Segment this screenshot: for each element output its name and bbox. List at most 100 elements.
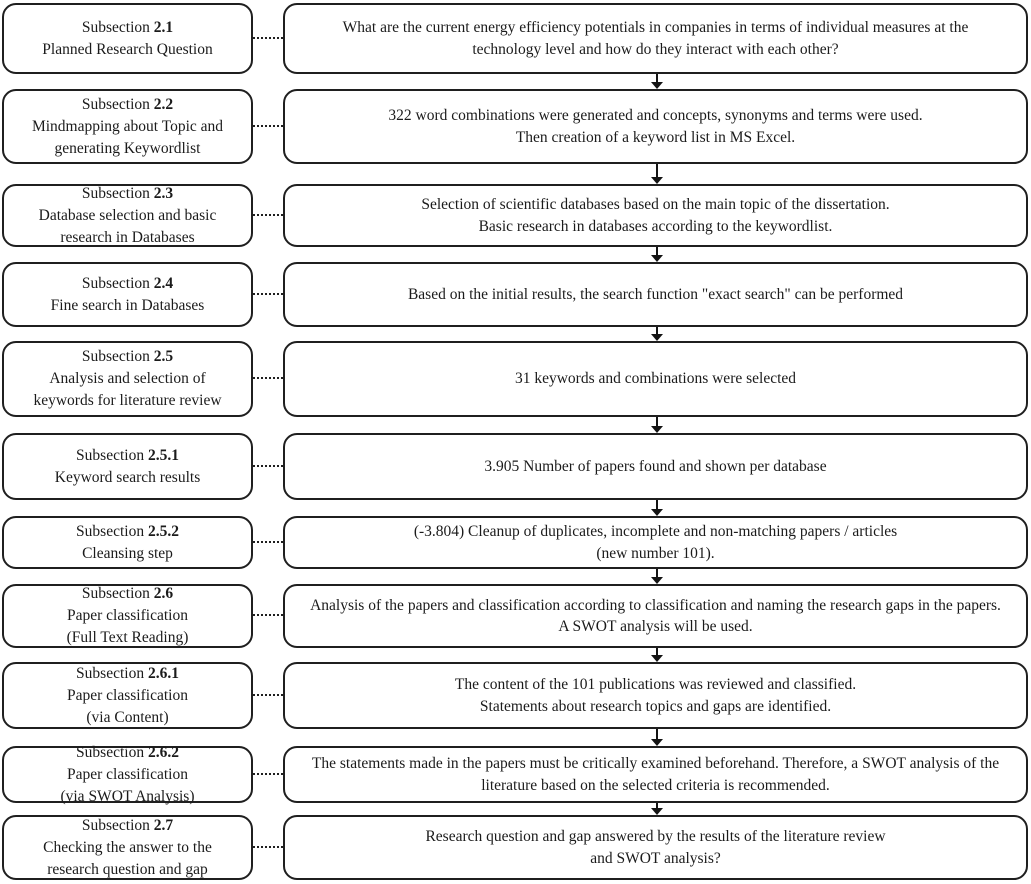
description-box-2-6-2: The statements made in the papers must b… [283, 746, 1028, 803]
dotted-connector [253, 845, 283, 848]
description-text: Research question and gap answered by th… [425, 828, 886, 845]
dotted-connector [253, 772, 283, 775]
subsection-box-2-3: Subsection 2.3 Database selection and ba… [2, 184, 253, 247]
flow-row: Subsection 2.4 Fine search in Databases … [2, 262, 1028, 327]
subsection-label: Keyword search results [54, 468, 201, 486]
subsection-box-2-5-1: Subsection 2.5.1 Keyword search results [2, 433, 253, 500]
description-text: Then creation of a keyword list in MS Ex… [515, 128, 796, 146]
subsection-label: (Full Text Reading) [66, 629, 189, 646]
description-text: (new number 101). [596, 544, 715, 562]
down-arrow-icon [650, 729, 663, 746]
description-text: Based on the initial results, the search… [407, 285, 904, 303]
dotted-connector [253, 464, 283, 467]
subsection-box-2-4: Subsection 2.4 Fine search in Databases [2, 262, 253, 327]
subsection-label: Mindmapping about Topic and [31, 117, 224, 135]
dotted-connector [253, 614, 283, 616]
down-arrow-icon [650, 74, 663, 89]
subsection-title: Subsection 2.2 [81, 95, 174, 113]
subsection-title: Subsection 2.6 [81, 585, 174, 602]
flow-row: Subsection 2.6 Paper classification (Ful… [2, 584, 1028, 648]
description-box-2-5: 31 keywords and combinations were select… [283, 341, 1028, 417]
description-box-2-5-2: (-3.804) Cleanup of duplicates, incomple… [283, 516, 1028, 569]
subsection-box-2-1: Subsection 2.1 Planned Research Question [2, 3, 253, 74]
subsection-box-2-5-2: Subsection 2.5.2 Cleansing step [2, 516, 253, 569]
subsection-box-2-6-1: Subsection 2.6.1 Paper classification (v… [2, 662, 253, 729]
subsection-title: Subsection 2.3 [81, 184, 174, 202]
dotted-connector [253, 36, 283, 39]
down-arrow-icon [650, 648, 663, 662]
description-box-2-5-1: 3.905 Number of papers found and shown p… [283, 433, 1028, 500]
dotted-connector [253, 540, 283, 543]
down-arrow-icon [650, 327, 663, 341]
description-text: What are the current energy efficiency p… [342, 19, 969, 36]
down-arrow-icon [650, 164, 663, 184]
dotted-connector [253, 292, 283, 295]
subsection-box-2-7: Subsection 2.7 Checking the answer to th… [2, 815, 253, 880]
flow-row: Subsection 2.5.2 Cleansing step (-3.804)… [2, 516, 1028, 569]
subsection-label: Paper classification [67, 686, 188, 704]
subsection-title: Subsection 2.6.2 [76, 743, 179, 761]
subsection-label: Fine search in Databases [50, 296, 205, 314]
description-box-2-4: Based on the initial results, the search… [283, 262, 1028, 327]
down-arrow-icon [650, 500, 663, 516]
subsection-title: Subsection 2.1 [81, 18, 174, 36]
description-text: Selection of scientific databases based … [421, 196, 890, 213]
subsection-label: (via Content) [86, 708, 169, 726]
subsection-box-2-6-2: Subsection 2.6.2 Paper classification (v… [2, 744, 253, 805]
flow-row: Subsection 2.3 Database selection and ba… [2, 184, 1028, 247]
description-text: The content of the 101 publications was … [454, 676, 857, 693]
flow-row: Subsection 2.6.1 Paper classification (v… [2, 662, 1028, 729]
flow-row: Subsection 2.5 Analysis and selection of… [2, 341, 1028, 417]
subsection-label: research question and gap [47, 860, 208, 878]
down-arrow-icon [650, 247, 663, 262]
down-arrow-icon [650, 803, 663, 815]
description-box-2-1: What are the current energy efficiency p… [283, 3, 1028, 74]
description-box-2-3: Selection of scientific databases based … [283, 184, 1028, 247]
description-text: technology level and how do they interac… [472, 40, 839, 58]
subsection-label: keywords for literature review [33, 392, 222, 409]
dotted-connector [253, 124, 283, 127]
subsection-title: Subsection 2.6.1 [76, 664, 179, 682]
subsection-label: Checking the answer to the [43, 838, 212, 856]
flow-row: Subsection 2.5.1 Keyword search results … [2, 433, 1028, 500]
subsection-title: Subsection 2.7 [81, 816, 174, 834]
description-text: A SWOT analysis will be used. [558, 618, 753, 635]
flow-row: Subsection 2.6.2 Paper classification (v… [2, 744, 1028, 805]
subsection-label: Analysis and selection of [49, 370, 206, 387]
subsection-label: Planned Research Question [42, 40, 213, 58]
subsection-label: Database selection and basic [38, 206, 217, 224]
subsection-title: Subsection 2.4 [81, 274, 174, 292]
description-text: The statements made in the papers must b… [311, 755, 1000, 772]
flow-row: Subsection 2.7 Checking the answer to th… [2, 815, 1028, 880]
description-text: 31 keywords and combinations were select… [514, 370, 797, 388]
description-box-2-2: 322 word combinations were generated and… [283, 89, 1028, 164]
dotted-connector [253, 693, 283, 696]
down-arrow-icon [650, 417, 663, 433]
dotted-connector [253, 377, 283, 379]
description-text: Analysis of the papers and classificatio… [310, 596, 1001, 614]
subsection-label: (via SWOT Analysis) [60, 787, 195, 805]
subsection-label: generating Keywordlist [54, 139, 201, 157]
flow-row: Subsection 2.1 Planned Research Question… [2, 3, 1028, 74]
description-text: (-3.804) Cleanup of duplicates, incomple… [413, 523, 898, 540]
subsection-box-2-5: Subsection 2.5 Analysis and selection of… [2, 341, 253, 417]
flow-row: Subsection 2.2 Mindmapping about Topic a… [2, 89, 1028, 164]
subsection-label: Paper classification [67, 765, 188, 783]
description-text: and SWOT analysis? [590, 849, 721, 867]
description-box-2-7: Research question and gap answered by th… [283, 815, 1028, 880]
subsection-box-2-6: Subsection 2.6 Paper classification (Ful… [2, 584, 253, 648]
description-box-2-6: Analysis of the papers and classificatio… [283, 584, 1028, 648]
description-text: Statements about research topics and gap… [479, 697, 832, 715]
subsection-label: Cleansing step [82, 544, 173, 562]
description-text: 322 word combinations were generated and… [388, 107, 923, 124]
down-arrow-icon [650, 569, 663, 584]
description-text: 3.905 Number of papers found and shown p… [484, 457, 827, 475]
subsection-label: Paper classification [67, 607, 188, 624]
subsection-title: Subsection 2.5.2 [76, 522, 179, 540]
description-box-2-6-1: The content of the 101 publications was … [283, 662, 1028, 729]
subsection-title: Subsection 2.5.1 [76, 446, 179, 464]
subsection-box-2-2: Subsection 2.2 Mindmapping about Topic a… [2, 89, 253, 164]
subsection-label: research in Databases [60, 228, 195, 246]
dotted-connector [253, 213, 283, 216]
